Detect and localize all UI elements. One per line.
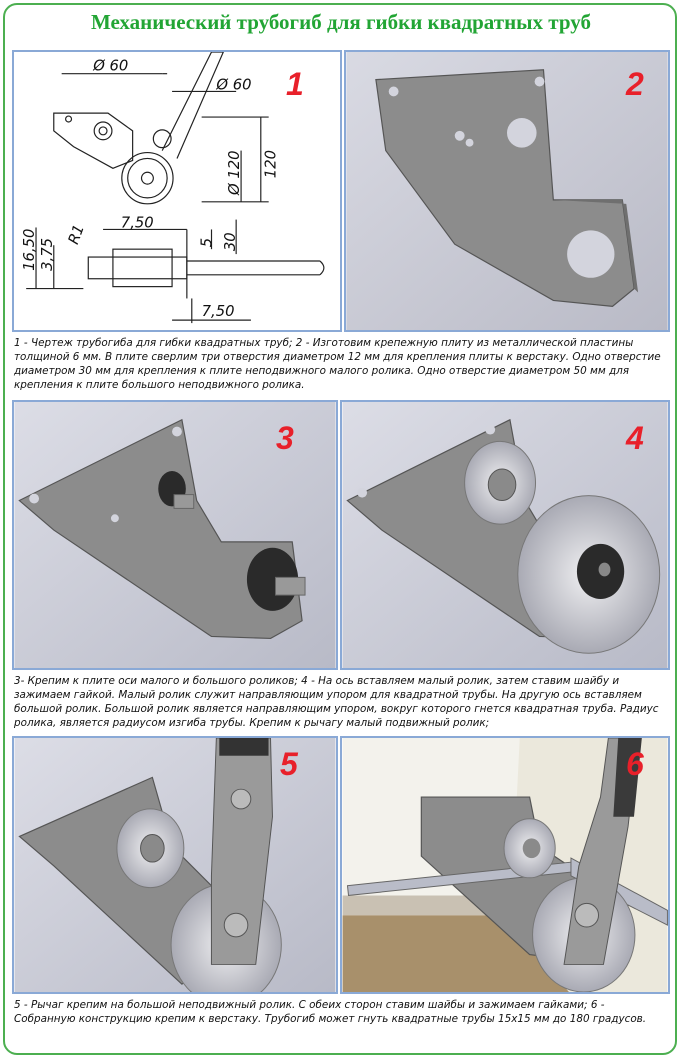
panel-number-5: 5 xyxy=(280,746,298,782)
panel-number-2: 2 xyxy=(626,66,644,102)
panel-number-3: 3 xyxy=(276,420,294,456)
caption-3: 5 - Рычаг крепим на большой неподвижный … xyxy=(14,999,647,1025)
dim-d60-left: Ø 60 xyxy=(92,58,128,75)
rollers-render-svg xyxy=(342,402,668,668)
panel-4-rollers: 4 xyxy=(340,400,670,670)
dim-7-50-bottom: 7,50 xyxy=(202,303,235,320)
lever-render-svg xyxy=(14,738,336,992)
dim-d120: Ø 120 xyxy=(226,150,243,196)
dim-16-50: 16,50 xyxy=(21,229,38,271)
page-title: Механический трубогиб для гибки квадратн… xyxy=(90,10,592,34)
caption-1: 1 - Чертеж трубогиба для гибки квадратны… xyxy=(14,337,661,391)
dim-r1: R1 xyxy=(65,222,88,246)
dim-5: 5 xyxy=(199,238,216,247)
panel-5-lever: 5 xyxy=(12,736,338,994)
panel-1-drawing: Ø 60 Ø 60 Ø 120 120 16,50 3,75 R1 7,50 5… xyxy=(12,50,342,332)
dim-120: 120 xyxy=(263,150,280,178)
dim-d60-right: Ø 60 xyxy=(215,76,251,93)
assembled-render-svg xyxy=(342,738,668,992)
panel-number-6: 6 xyxy=(626,746,644,782)
caption-2: 3- Крепим к плите оси малого и большого … xyxy=(14,675,659,729)
panel-number-1: 1 xyxy=(286,66,304,102)
panel-number-4: 4 xyxy=(626,420,644,456)
plate-render-svg xyxy=(346,52,668,330)
dim-7-50-top: 7,50 xyxy=(121,214,154,231)
panel-6-assembled: 6 xyxy=(340,736,670,994)
panel-3-axles: 3 xyxy=(12,400,338,670)
dim-30: 30 xyxy=(222,232,239,251)
panel-2-plate: 2 xyxy=(344,50,670,332)
dim-3-75: 3,75 xyxy=(39,238,56,271)
drawing-svg: Ø 60 Ø 60 Ø 120 120 16,50 3,75 R1 7,50 5… xyxy=(21,52,325,324)
axles-render-svg xyxy=(14,402,336,668)
